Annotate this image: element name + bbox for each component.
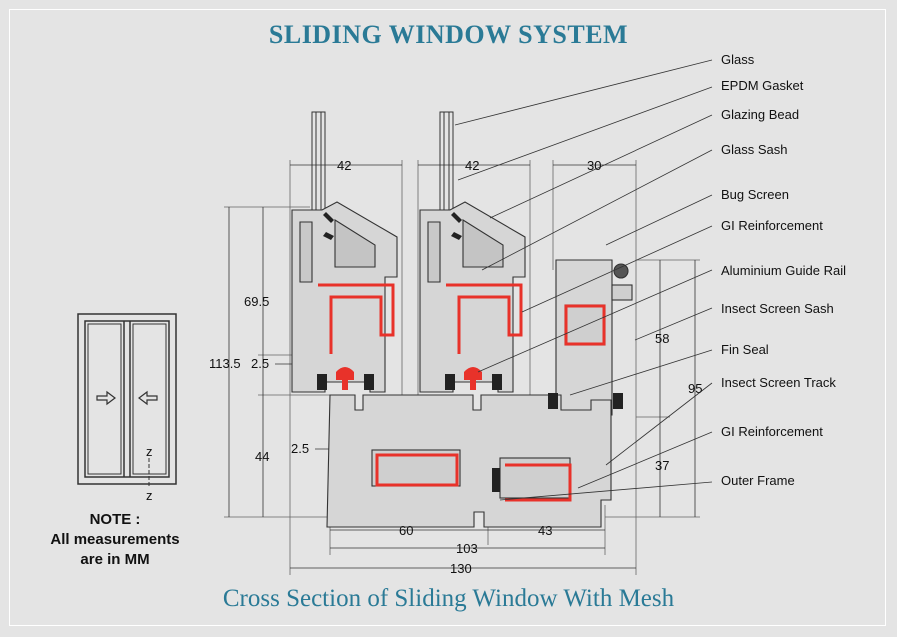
label-glass-sash: Glass Sash: [721, 142, 787, 157]
label-fin-seal: Fin Seal: [721, 342, 769, 357]
dim-103: 103: [456, 541, 478, 556]
label-epdm-gasket: EPDM Gasket: [721, 78, 804, 93]
dim-43: 43: [538, 523, 552, 538]
dim-69-5: 69.5: [244, 294, 269, 309]
page-title: SLIDING WINDOW SYSTEM: [268, 20, 629, 49]
note-line-2: are in MM: [80, 551, 150, 568]
axis-label-top: z: [146, 444, 153, 459]
dim-37: 37: [655, 458, 669, 473]
fin-seals: [317, 374, 623, 492]
note-heading: NOTE :: [89, 511, 141, 528]
diagram-caption: Cross Section of Sliding Window With Mes…: [222, 585, 675, 612]
dim-60: 60: [399, 523, 413, 538]
dim-58: 58: [655, 331, 669, 346]
label-glazing-bead: Glazing Bead: [721, 107, 799, 122]
measurement-note: NOTE : All measurements are in MM: [40, 510, 190, 570]
guide-rail-seals: [336, 367, 482, 390]
label-gi-reinforcement-top: GI Reinforcement: [721, 218, 823, 233]
axis-label-bottom: z: [146, 488, 153, 503]
dim-2-5-bottom: 2.5: [291, 441, 309, 456]
label-outer-frame: Outer Frame: [721, 473, 795, 488]
label-insect-screen-track: Insect Screen Track: [721, 375, 836, 390]
gi-reinforcement: [318, 283, 606, 502]
window-icon: [77, 313, 177, 485]
note-line-1: All measurements: [50, 531, 180, 548]
dim-2-5-top: 2.5: [251, 356, 269, 371]
arrow-left-icon: [138, 390, 158, 406]
leader-lines: [454, 59, 713, 501]
label-aluminium-guide-rail: Aluminium Guide Rail: [721, 263, 846, 278]
dim-44: 44: [255, 449, 269, 464]
dim-mesh-width: 30: [587, 158, 601, 173]
arrow-right-icon: [96, 390, 116, 406]
dim-130: 130: [450, 561, 472, 576]
outer-frame: [326, 394, 612, 528]
dim-113-5: 113.5: [209, 356, 241, 371]
page-frame: [9, 9, 886, 626]
dim-95: 95: [688, 381, 702, 396]
label-glass: Glass: [721, 52, 755, 67]
dim-sash1-width: 42: [337, 158, 351, 173]
label-insect-screen-sash: Insect Screen Sash: [721, 301, 834, 316]
epdm-gaskets: [323, 212, 462, 240]
dim-sash2-width: 42: [465, 158, 479, 173]
label-gi-reinforcement-bottom: GI Reinforcement: [721, 424, 823, 439]
label-bug-screen: Bug Screen: [721, 187, 789, 202]
